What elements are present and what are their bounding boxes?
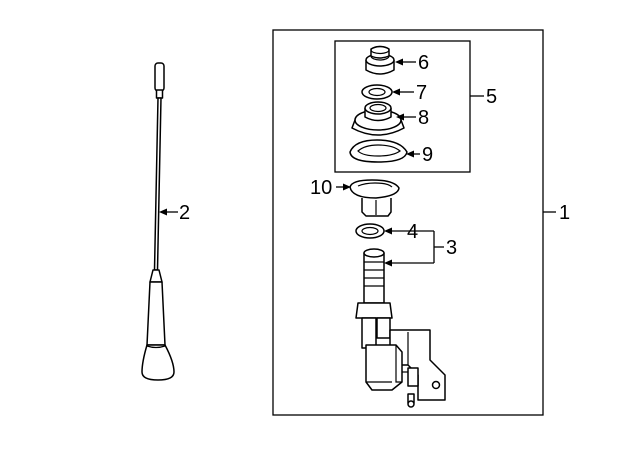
cap-part: [365, 45, 395, 75]
callout-labels: 1 2 3 4 5 6 7 8 9 10: [179, 52, 570, 259]
leader-lines: [159, 58, 556, 267]
antenna-base-part: [355, 248, 446, 408]
callout-9: 9: [422, 144, 433, 166]
grommet-part: [351, 101, 405, 136]
mount-part: [349, 179, 400, 217]
callout-5: 5: [486, 86, 497, 108]
callout-2: 2: [179, 202, 190, 224]
base-pad-part: [349, 139, 408, 163]
o-ring-part: [355, 223, 385, 239]
callout-1: 1: [559, 202, 570, 224]
antenna-mast: [141, 62, 175, 381]
kit-box: [334, 40, 471, 173]
callout-10: 10: [310, 177, 332, 199]
assembly-frame: [272, 29, 544, 416]
callout-8: 8: [418, 107, 429, 129]
callout-7: 7: [416, 82, 427, 104]
callout-3: 3: [446, 237, 457, 259]
washer-part: [361, 84, 393, 100]
callout-6: 6: [418, 52, 429, 74]
callout-4: 4: [407, 221, 418, 243]
